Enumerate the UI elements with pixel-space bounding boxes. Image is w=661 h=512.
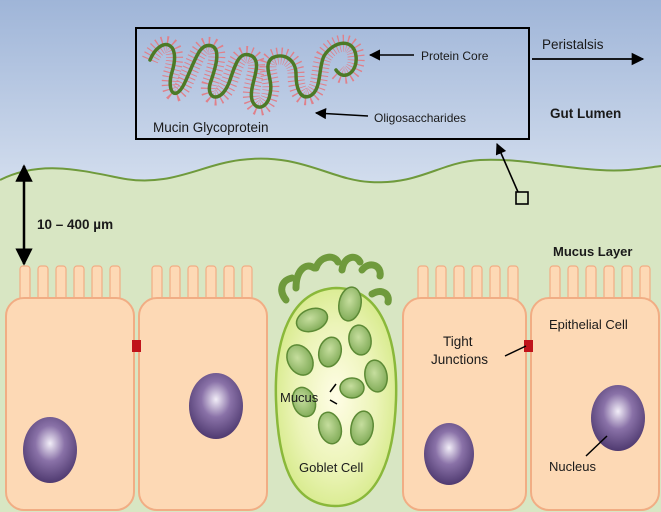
oligosaccharides-label: Oligosaccharides: [374, 111, 466, 125]
tight-junctions-label-line2: Junctions: [431, 352, 488, 367]
nucleus-cell-1: [23, 417, 77, 483]
nucleus-cell-2: [189, 373, 243, 439]
nucleus-label: Nucleus: [549, 459, 596, 474]
mucin-glycoprotein-label: Mucin Glycoprotein: [153, 120, 269, 135]
nucleus-pointer: [585, 435, 608, 457]
mucus-secretion-tufts: [278, 253, 392, 306]
tight-junctions-label-line1: Tight: [443, 334, 473, 349]
mucus-label: Mucus: [280, 390, 319, 405]
epithelial-cell-label: Epithelial Cell: [549, 317, 628, 332]
tight-junction-right: [524, 340, 533, 352]
mucus-granules: [286, 286, 388, 446]
tight-junctions-pointer: [504, 345, 527, 357]
zoom-region-square: [515, 191, 529, 205]
mucus-pointer-lines: [329, 383, 338, 405]
mucus-layer-surface: [0, 157, 661, 184]
mucus-layer-label: Mucus Layer: [553, 244, 632, 259]
epithelial-cell-1: [5, 297, 135, 511]
thickness-label: 10 – 400 µm: [37, 217, 113, 232]
mucin-inset-box: [135, 27, 530, 140]
nucleus-cell-4: [424, 423, 474, 485]
nucleus-cell-5: [591, 385, 645, 451]
gut-lumen-label: Gut Lumen: [550, 106, 621, 121]
zoom-connector-arrow: [495, 142, 519, 193]
peristalsis-label: Peristalsis: [542, 37, 604, 52]
protein-core: [148, 41, 358, 109]
goblet-cell-label: Goblet Cell: [299, 460, 363, 475]
protein-core-label: Protein Core: [421, 49, 489, 63]
oligosaccharides-arrow: [314, 107, 369, 120]
tight-junction-left: [132, 340, 141, 352]
